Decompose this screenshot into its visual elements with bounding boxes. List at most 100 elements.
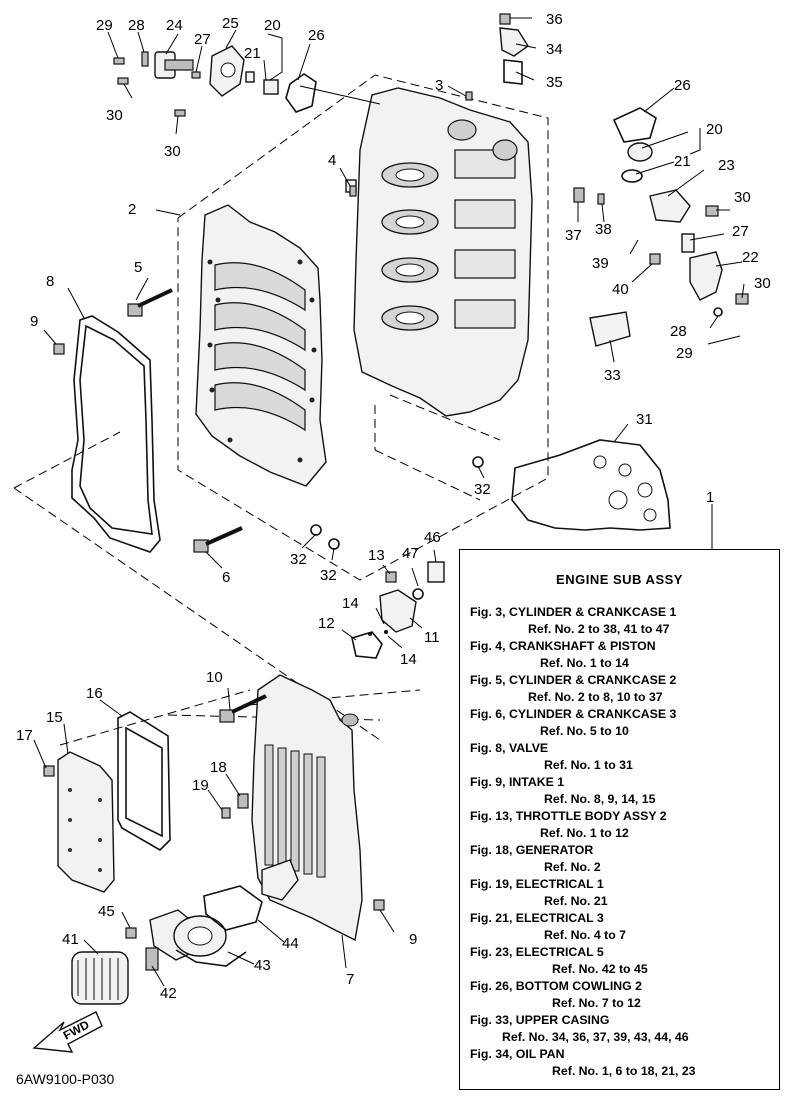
callout-17: 17 [16, 727, 33, 744]
callout-21-upper: 21 [244, 45, 261, 62]
callout-13: 13 [368, 547, 385, 564]
callout-11: 11 [424, 629, 440, 646]
callout-44: 44 [282, 935, 299, 952]
ref-number-range: Ref. No. 1, 6 to 18, 21, 23 [552, 1064, 696, 1078]
callout-47: 47 [402, 545, 419, 562]
fig-reference: Fig. 4, CRANKSHAFT & PISTON [470, 639, 656, 653]
callout-4: 4 [328, 152, 336, 169]
callout-29-upper: 29 [96, 17, 113, 34]
callout-10: 10 [206, 669, 223, 686]
callout-21-right: 21 [674, 153, 691, 170]
drawing-code: 6AW9100-P030 [16, 1071, 115, 1087]
callout-24: 24 [166, 17, 183, 34]
ref-number-range: Ref. No. 4 to 7 [544, 928, 626, 942]
sub-assy-entry: Fig. 6, CYLINDER & CRANKCASE 3 Ref. No. 5… [470, 706, 775, 740]
fig-reference: Fig. 5, CYLINDER & CRANKCASE 2 [470, 673, 677, 687]
callout-22: 22 [742, 249, 759, 266]
callout-30-lower-left: 30 [164, 143, 181, 160]
callout-1: 1 [706, 489, 714, 506]
sub-assy-entry: Fig. 4, CRANKSHAFT & PISTON Ref. No. 1 to… [470, 638, 775, 672]
crankcase-part [195, 204, 327, 487]
fig-reference: Fig. 18, GENERATOR [470, 843, 594, 857]
sub-assy-title: ENGINE SUB ASSY [556, 572, 683, 587]
callout-9-lower: 9 [409, 931, 417, 948]
thermostat-assembly-parts [113, 45, 317, 117]
leader-lines [33, 17, 745, 987]
callout-43: 43 [254, 957, 271, 974]
ref-number-range: Ref. No. 34, 36, 37, 39, 43, 44, 46 [502, 1030, 689, 1044]
fig-reference: Fig. 33, UPPER CASING [470, 1013, 610, 1027]
callout-31: 31 [636, 411, 653, 428]
fig-reference: Fig. 8, VALVE [470, 741, 549, 755]
callout-26-right: 26 [674, 77, 691, 94]
callout-15: 15 [46, 709, 63, 726]
oil-filter-and-pump [71, 859, 299, 1005]
ref-number-range: Ref. No. 1 to 12 [540, 826, 629, 840]
callout-30-upper-left: 30 [106, 107, 123, 124]
callout-16: 16 [86, 685, 103, 702]
callout-18: 18 [210, 759, 227, 776]
callout-23: 23 [718, 157, 735, 174]
forward-arrow: FWD [32, 1011, 103, 1053]
ref-number-range: Ref. No. 1 to 31 [544, 758, 633, 772]
fig-reference: Fig. 26, BOTTOM COWLING 2 [470, 979, 642, 993]
ref-number-range: Ref. No. 42 to 45 [552, 962, 648, 976]
callout-30-right-upper: 30 [734, 189, 751, 206]
fig-reference: Fig. 6, CYLINDER & CRANKCASE 3 [470, 707, 677, 721]
exhaust-cover-part [251, 674, 363, 942]
bolts [43, 185, 385, 939]
sub-assy-entry: Fig. 26, BOTTOM COWLING 2 Ref. No. 7 to 1… [470, 978, 775, 1012]
fig-reference: Fig. 19, ELECTRICAL 1 [470, 877, 604, 891]
crankcase-gasket [71, 315, 161, 553]
fig-reference: Fig. 9, INTAKE 1 [470, 775, 565, 789]
ref-number-range: Ref. No. 2 to 38, 41 to 47 [528, 622, 670, 636]
cylinder-block-part [353, 87, 533, 417]
callout-41: 41 [62, 931, 79, 948]
ref-number-range: Ref. No. 2 [544, 860, 601, 874]
callout-3: 3 [435, 77, 443, 94]
ref-number-range: Ref. No. 7 to 12 [552, 996, 641, 1010]
sub-assy-entry: Fig. 21, ELECTRICAL 3 Ref. No. 4 to 7 [470, 910, 775, 944]
callout-9-upper: 9 [30, 313, 38, 330]
ref-number-range: Ref. No. 2 to 8, 10 to 37 [528, 690, 663, 704]
callout-38: 38 [595, 221, 612, 238]
sub-assy-entry: Fig. 18, GENERATOR Ref. No. 2 [470, 842, 775, 876]
callout-30-right-lower: 30 [754, 275, 771, 292]
fig-reference: Fig. 23, ELECTRICAL 5 [470, 945, 604, 959]
callout-40: 40 [612, 281, 629, 298]
callout-20-right: 20 [706, 121, 723, 138]
callout-numbers: 1 2 3 4 5 6 7 8 9 9 10 11 12 13 14 14 15… [16, 11, 771, 1002]
callout-28-upper: 28 [128, 17, 145, 34]
callout-12: 12 [318, 615, 335, 632]
fig-reference: Fig. 13, THROTTLE BODY ASSY 2 [470, 809, 667, 823]
engine-sub-assy-box: ENGINE SUB ASSY Fig. 3, CYLINDER & CRANK… [459, 549, 780, 1090]
callout-2: 2 [128, 201, 136, 218]
sub-assy-entry: Fig. 8, VALVE Ref. No. 1 to 31 [470, 740, 775, 774]
callout-39: 39 [592, 255, 609, 272]
callout-32-left: 32 [290, 551, 307, 568]
ref-number-range: Ref. No. 5 to 10 [540, 724, 629, 738]
callout-28-right: 28 [670, 323, 687, 340]
callout-8: 8 [46, 273, 54, 290]
callout-34: 34 [546, 41, 563, 58]
callout-32-mid: 32 [320, 567, 337, 584]
callout-25: 25 [222, 15, 239, 32]
ref-number-range: Ref. No. 1 to 14 [540, 656, 629, 670]
side-cover-part [57, 711, 171, 893]
callout-26-upper: 26 [308, 27, 325, 44]
callout-37: 37 [565, 227, 582, 244]
center-small-parts [310, 456, 484, 659]
callout-5: 5 [134, 259, 142, 276]
callout-35: 35 [546, 74, 563, 91]
fig-reference: Fig. 21, ELECTRICAL 3 [470, 911, 604, 925]
callout-45: 45 [98, 903, 115, 920]
callout-14-upper: 14 [342, 595, 359, 612]
callout-46: 46 [424, 529, 441, 546]
callout-27-right: 27 [732, 223, 749, 240]
